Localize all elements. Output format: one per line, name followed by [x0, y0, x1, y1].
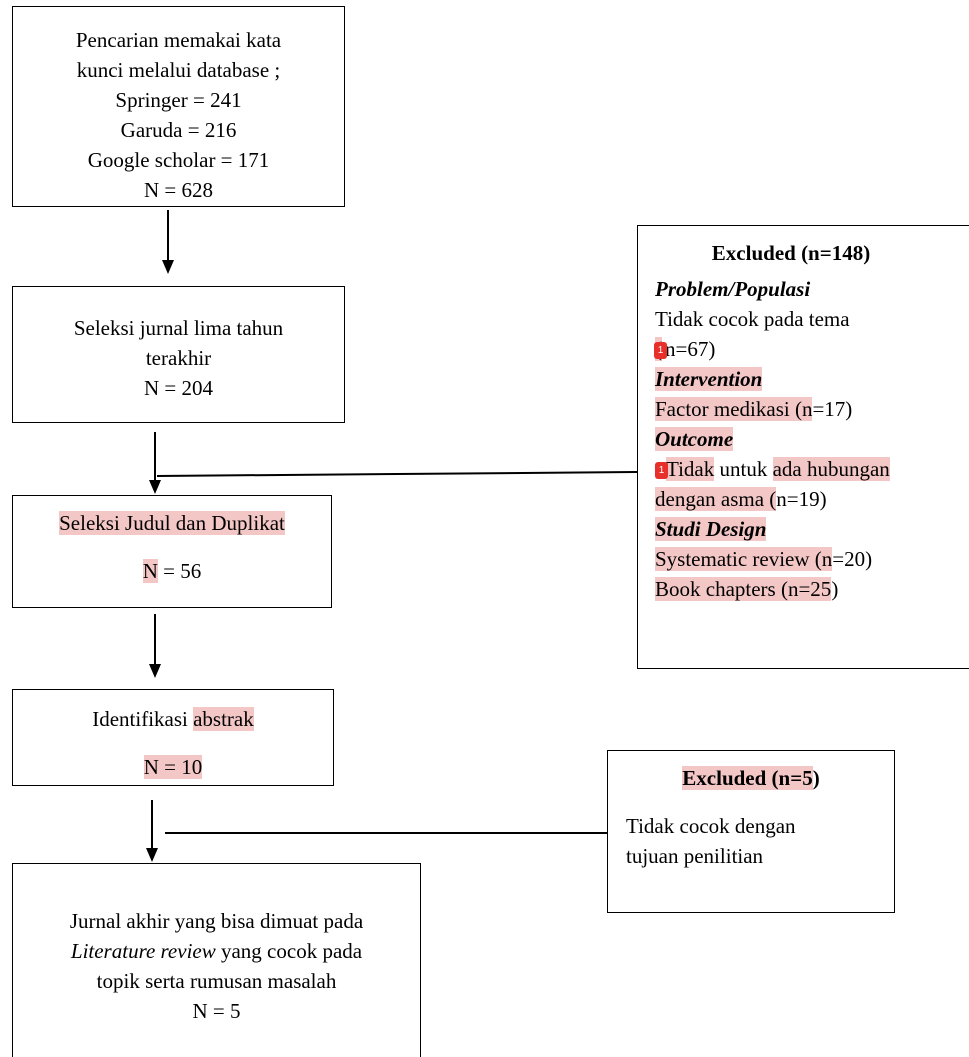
excluded-148-outcome-a: Tidak [666, 457, 715, 481]
excluded-148-design-heading: Studi Design [655, 517, 767, 541]
box-final-line-3: topik serta rumusan masalah [96, 969, 337, 993]
excluded-148-outcome-text-1: 1Tidak untuk ada hubungan [655, 454, 969, 484]
excluded-148-outcome-heading: Outcome [655, 427, 734, 451]
excluded-148-design-d: Book chapters (n=25 [655, 577, 832, 601]
excluded-148-outcome-line: Outcome [655, 424, 969, 454]
box-search-line-6: N = 628 [143, 178, 213, 202]
box-title-duplicate: Seleksi Judul dan Duplikat N = 56 [12, 495, 332, 608]
excluded-148-problem-heading: Problem/Populasi [655, 277, 811, 301]
box-excluded-148: Excluded (n=148) Problem/Populasi Tidak … [637, 225, 969, 669]
excluded-148-outcome-text-2: dengan asma (n=19) [655, 484, 969, 514]
box-search-line-2: kunci melalui database ; [76, 58, 281, 82]
excluded-148-outcome-d: dengan asma ( [655, 487, 777, 511]
arrow-1-to-2 [162, 210, 174, 274]
connector-excluded-1 [156, 471, 639, 477]
box-abstract-highlight: abstrak [193, 707, 254, 731]
excluded-148-intervention-text-c: =17) [812, 397, 853, 421]
excluded-148-title: Excluded (n=148) [711, 241, 871, 265]
excluded-5-line-2: tujuan penilitian [626, 844, 764, 868]
box-title-duplicate-n-value: = 56 [157, 559, 202, 583]
box-title-duplicate-title-line: Seleksi Judul dan Duplikat [13, 508, 331, 538]
excluded-148-design-text-1: Systematic review (n=20) [655, 544, 969, 574]
box-title-duplicate-title: Seleksi Judul dan Duplikat [59, 511, 285, 535]
box-search-line-3: Springer = 241 [115, 88, 242, 112]
box-final-line-2: Literature review yang cocok pada [13, 936, 420, 966]
excluded-5-title-rest: ) [812, 766, 820, 790]
arrow-4-to-5 [146, 800, 158, 862]
excluded-148-design-a: Systematic review ( [655, 547, 822, 571]
box-search: Pencarian memakai kata kunci melalui dat… [12, 6, 345, 207]
box-abstract-n-line: N = 10 [13, 752, 333, 782]
box-search-line-5: Google scholar = 171 [87, 148, 270, 172]
excluded-148-intervention-heading: Intervention [655, 367, 763, 391]
excluded-148-design-e: ) [831, 577, 839, 601]
box-final-line-2-rest: yang cocok pada [215, 939, 363, 963]
box-abstract: Identifikasi abstrak N = 10 [12, 689, 334, 786]
excluded-148-intervention-text-a: Factor medikasi ( [655, 397, 802, 421]
box-search-line-4: Garuda = 216 [120, 118, 237, 142]
box-abstract-n: N = 10 [143, 755, 203, 779]
arrow-2-to-3 [149, 432, 161, 494]
excluded-148-intervention-line: Intervention [655, 364, 969, 394]
box-search-line-1: Pencarian memakai kata [75, 28, 282, 52]
box-excluded-5: Excluded (n=5) Tidak cocok dengan tujuan… [607, 750, 895, 913]
excluded-148-intervention-text-line: Factor medikasi (n=17) [655, 394, 969, 424]
box-final-line-1: Jurnal akhir yang bisa dimuat pada [69, 909, 364, 933]
box-title-duplicate-n-line: N = 56 [13, 556, 331, 586]
box-abstract-title-line: Identifikasi abstrak [13, 704, 333, 734]
box-abstract-prefix: Identifikasi [92, 707, 194, 731]
excluded-148-problem-n-value: n=67) [665, 337, 716, 361]
excluded-148-intervention-text-b: n [801, 397, 813, 421]
excluded-148-problem-text: Tidak cocok pada tema [655, 307, 850, 331]
excluded-148-design-c: =20) [832, 547, 873, 571]
excluded-148-design-line: Studi Design [655, 514, 969, 544]
box-final-n: N = 5 [192, 999, 241, 1023]
box-five-year-line-2: terakhir [145, 346, 212, 370]
excluded-148-outcome-c: ada hubungan [772, 457, 890, 481]
excluded-5-line-1: Tidak cocok dengan [626, 814, 796, 838]
comment-marker-icon[interactable]: 1 [655, 461, 668, 479]
excluded-148-outcome-b: untuk [714, 457, 773, 481]
arrow-3-to-4 [149, 614, 161, 678]
comment-marker-icon[interactable]: 1 [654, 341, 667, 359]
box-final-journals: Jurnal akhir yang bisa dimuat pada Liter… [12, 863, 421, 1057]
box-final-italic: Literature review [70, 939, 216, 963]
excluded-5-title: Excluded (n=5 [682, 766, 813, 790]
box-five-year-line-1: Seleksi jurnal lima tahun [73, 316, 284, 340]
excluded-148-design-b: n [821, 547, 833, 571]
excluded-148-design-text-2: Book chapters (n=25) [655, 574, 969, 604]
excluded-148-problem-n: (1n=67) [654, 334, 969, 364]
box-title-duplicate-n-letter: N [142, 559, 158, 583]
box-five-year-selection: Seleksi jurnal lima tahun terakhir N = 2… [12, 286, 345, 423]
excluded-5-title-line: Excluded (n=5) [626, 763, 894, 793]
excluded-148-outcome-e: n=19) [776, 487, 827, 511]
box-five-year-line-3: N = 204 [143, 376, 213, 400]
